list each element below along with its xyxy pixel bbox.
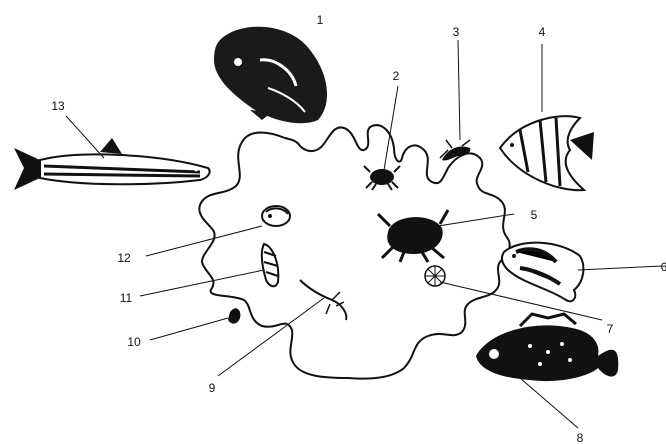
cone-shell-icon	[262, 244, 278, 286]
label-11: 11	[120, 291, 133, 305]
sea-urchin-icon	[425, 266, 445, 286]
remora-fish-icon	[14, 138, 210, 190]
label-5: 5	[531, 208, 538, 222]
label-13: 13	[51, 99, 65, 113]
label-10: 10	[127, 335, 141, 349]
gastropod-icon	[228, 308, 240, 323]
label-1: 1	[317, 13, 324, 27]
label-2: 2	[393, 69, 400, 83]
grouper-fish-icon	[214, 27, 327, 124]
label-7: 7	[607, 322, 614, 336]
label-9: 9	[209, 381, 216, 395]
mantis-shrimp-icon	[300, 280, 346, 320]
shrimp-icon	[440, 140, 470, 161]
angelfish-icon	[500, 116, 594, 190]
label-8: 8	[577, 431, 584, 444]
label-3: 3	[453, 25, 460, 39]
cowrie-shell-icon	[262, 206, 290, 226]
small-crab-icon	[364, 166, 400, 190]
label-12: 12	[117, 251, 131, 265]
label-4: 4	[539, 25, 546, 39]
scorpionfish-icon	[502, 243, 583, 302]
reef-outline	[199, 125, 509, 379]
spotted-grouper-icon	[476, 314, 618, 381]
label-6: 6	[661, 260, 666, 274]
large-crab-icon	[378, 210, 448, 262]
